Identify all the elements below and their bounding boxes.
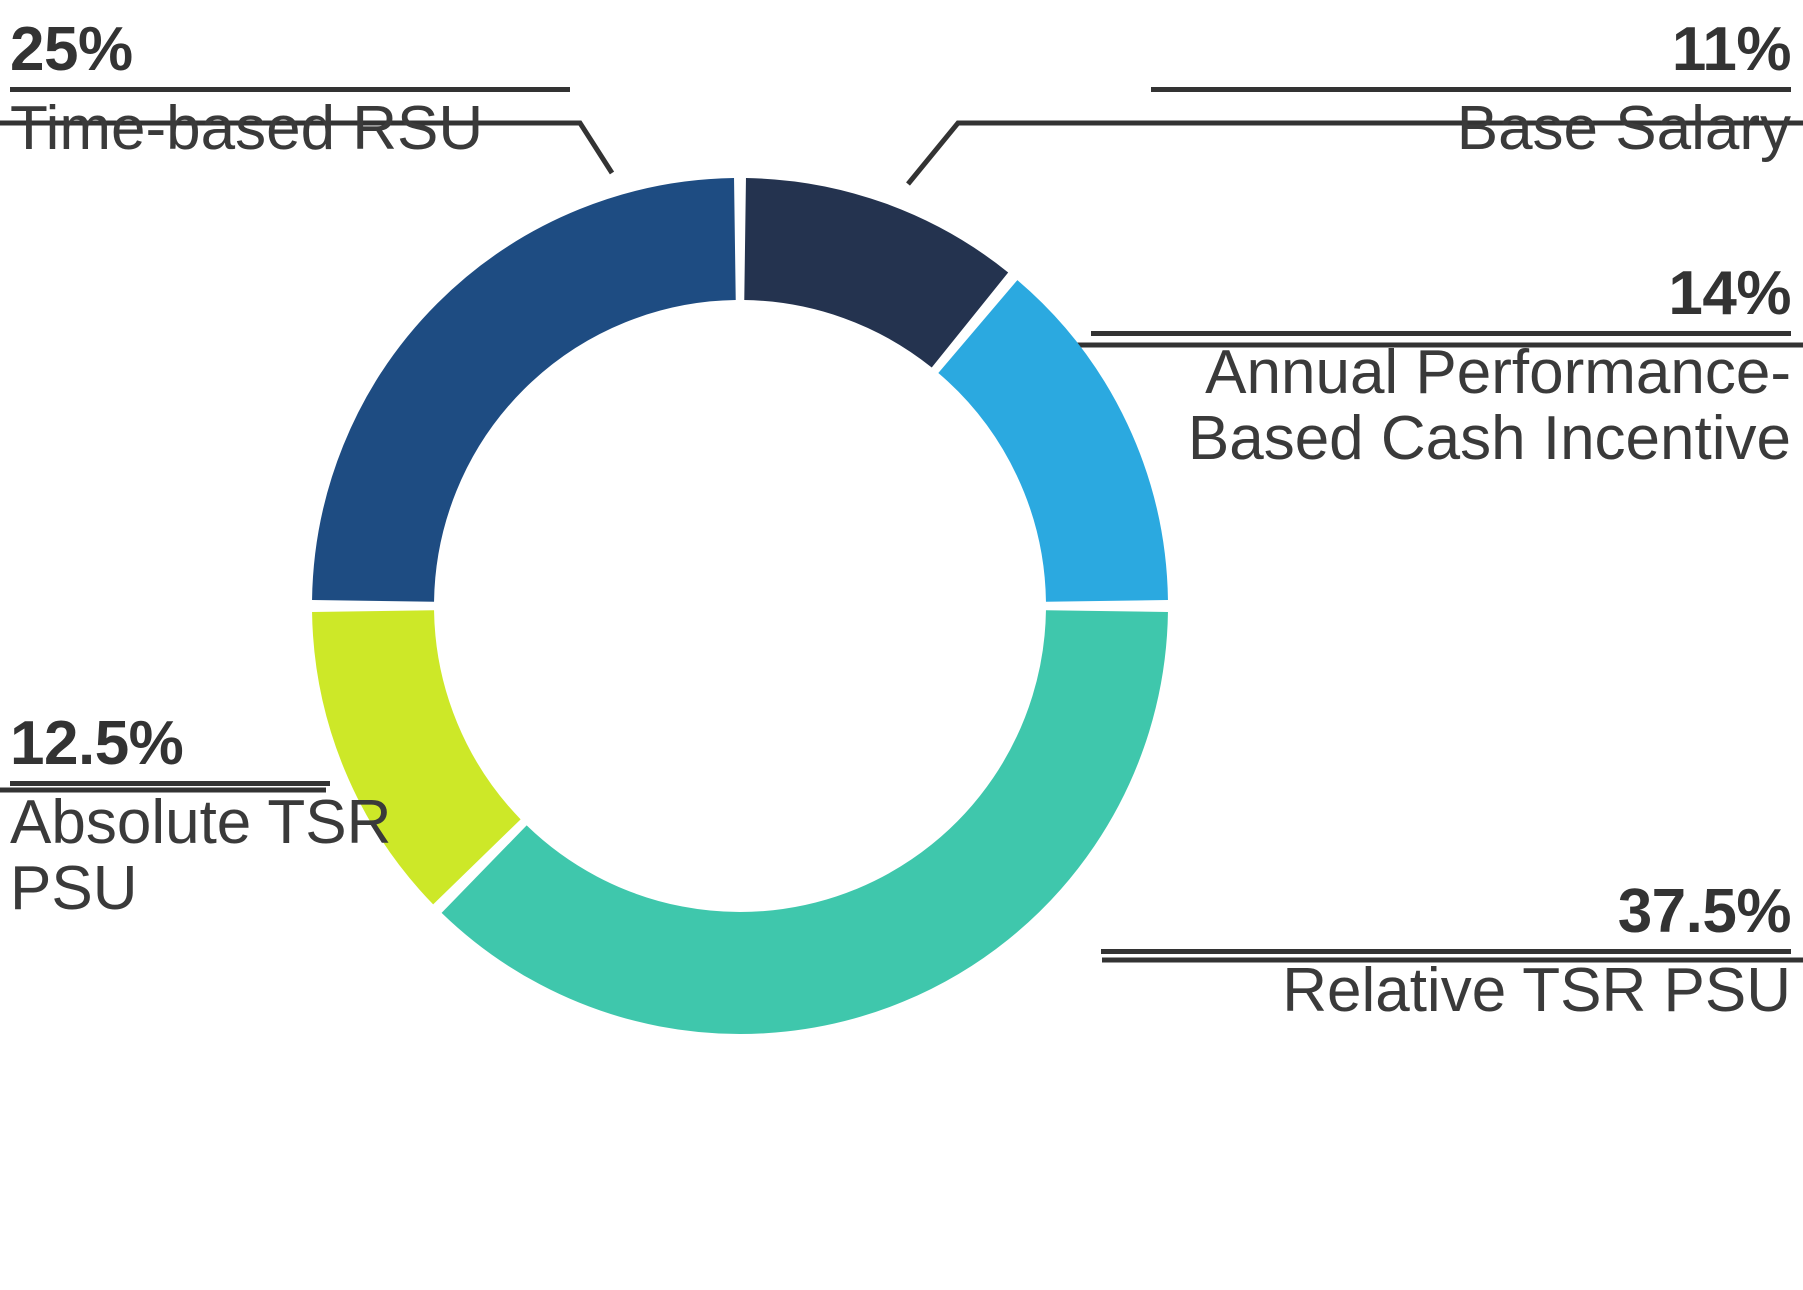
leader-line-time-based-rsu [0, 120, 615, 175]
callout-rule-relative-tsr-psu [1101, 949, 1791, 955]
callout-rule-time-based-rsu [10, 87, 570, 93]
donut-segment-annual-incentive [937, 280, 1168, 603]
callout-annual-incentive: 14% Annual Performance-Based Cash Incent… [1091, 259, 1792, 473]
callout-percent-base-salary: 11% [1671, 15, 1792, 84]
callout-percent-absolute-tsr-psu: 12.5% [10, 709, 184, 778]
donut-segment-absolute-tsr-psu [312, 609, 522, 905]
callout-label-absolute-tsr-psu: Absolute TSR PSU [10, 788, 392, 923]
callout-label-time-based-rsu: Time-based RSU [10, 94, 484, 164]
donut-segment-time-based-rsu [312, 178, 737, 603]
callout-percent-relative-tsr-psu: 37.5% [1617, 877, 1792, 946]
callout-time-based-rsu: 25% Time-based RSU [10, 18, 570, 162]
callout-relative-tsr-psu: 37.5% Relative TSR PSU [1101, 877, 1792, 1026]
callout-base-salary: 11% Base Salary [1151, 15, 1792, 164]
callout-rule-base-salary [1151, 87, 1791, 93]
callout-percent-annual-incentive: 14% [1668, 259, 1791, 328]
callout-percent-time-based-rsu: 25% [10, 15, 133, 84]
callout-label-annual-incentive: Annual Performance-Based Cash Incentive [1187, 338, 1791, 473]
callout-rule-absolute-tsr-psu [10, 781, 330, 787]
callout-label-base-salary: Base Salary [1456, 94, 1791, 164]
donut-segment-relative-tsr-psu [441, 609, 1168, 1034]
callout-label-relative-tsr-psu: Relative TSR PSU [1282, 956, 1791, 1026]
callout-rule-annual-incentive [1091, 331, 1791, 337]
donut-segment-base-salary [743, 178, 1009, 369]
callout-absolute-tsr-psu: 12.5% Absolute TSR PSU [10, 709, 391, 922]
leader-line-base-salary [906, 120, 1803, 186]
